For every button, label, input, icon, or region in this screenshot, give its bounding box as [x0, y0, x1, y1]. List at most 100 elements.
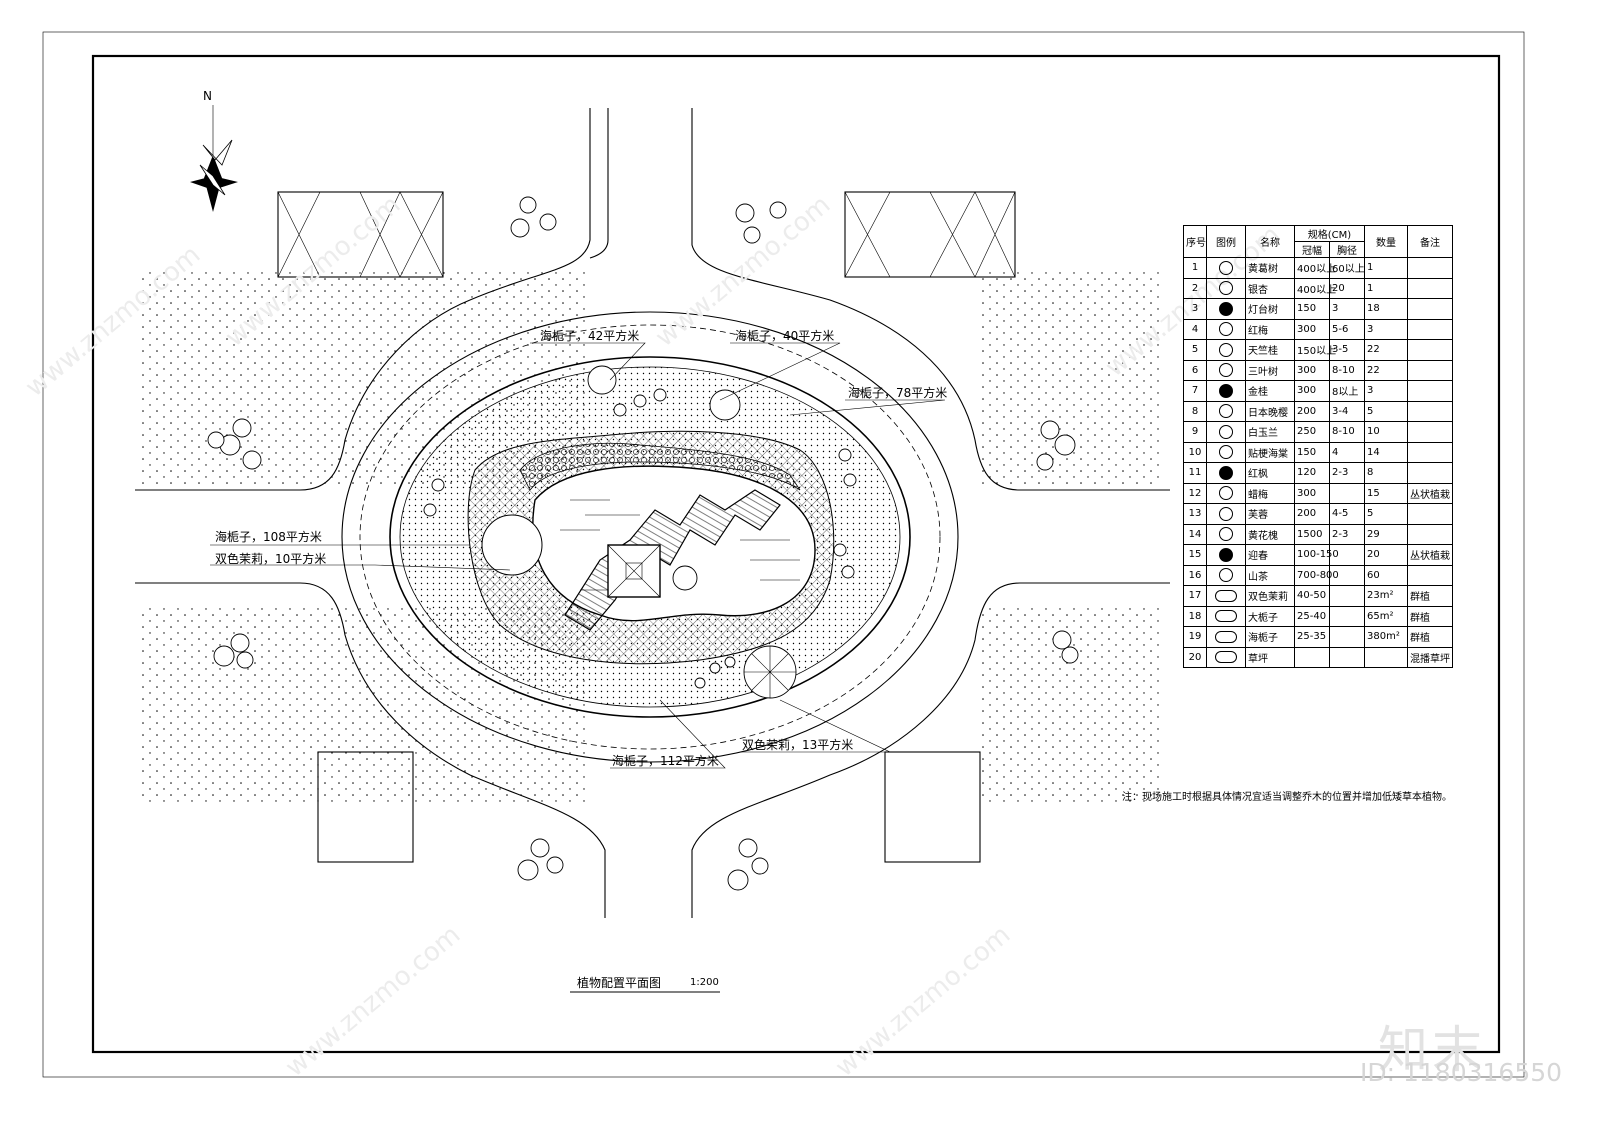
cell-symbol — [1206, 523, 1246, 545]
cell-qty: 65m² — [1364, 605, 1408, 627]
cell-name: 海栀子 — [1245, 626, 1295, 648]
cell-remark: 群植 — [1407, 626, 1453, 648]
plant-symbol-icon — [1219, 506, 1233, 521]
cell-name: 大栀子 — [1245, 605, 1295, 627]
cell-crown: 700-800 — [1294, 564, 1339, 586]
label-haizhizi-42: 海栀子，42平方米 — [540, 328, 639, 343]
label-shuangse-moli-10: 双色茉莉，10平方米 — [215, 551, 326, 566]
col-header-qty: 数量 — [1364, 225, 1408, 258]
cell-no: 4 — [1183, 318, 1207, 340]
cell-crown: 300 — [1294, 482, 1330, 504]
cell-remark — [1407, 339, 1453, 361]
cell-qty: 8 — [1364, 462, 1408, 484]
cell-no: 12 — [1183, 482, 1207, 504]
cell-remark: 群植 — [1407, 585, 1453, 607]
plant-symbol-icon — [1219, 281, 1233, 296]
cell-symbol — [1206, 585, 1246, 607]
cell-qty — [1364, 646, 1408, 668]
cell-crown: 150以上 — [1294, 339, 1336, 361]
col-header-remark: 备注 — [1407, 225, 1453, 258]
cell-no: 10 — [1183, 441, 1207, 463]
cell-symbol — [1206, 544, 1246, 566]
cell-diameter: 3 — [1329, 298, 1365, 320]
watermark-id: ID: 1180316550 — [1360, 1058, 1563, 1087]
plant-symbol-icon — [1215, 610, 1237, 623]
building-sw — [317, 751, 414, 863]
cell-name: 天竺桂 — [1245, 339, 1295, 361]
cell-qty: 3 — [1364, 318, 1408, 340]
central-island — [389, 356, 911, 718]
trees — [207, 196, 1079, 891]
cell-qty: 60 — [1364, 564, 1408, 586]
cell-diameter: 4 — [1329, 441, 1365, 463]
cell-qty: 22 — [1364, 359, 1408, 381]
north-arrow: N — [190, 89, 238, 212]
cell-name: 银杏 — [1245, 277, 1295, 299]
cell-crown: 300 — [1294, 318, 1330, 340]
cell-symbol — [1206, 298, 1246, 320]
cell-remark — [1407, 441, 1453, 463]
cell-no: 13 — [1183, 503, 1207, 525]
label-haizhizi-112: 海栀子，112平方米 — [612, 753, 719, 768]
plant-symbol-icon — [1219, 260, 1233, 275]
plant-symbol-icon — [1219, 465, 1233, 480]
cell-symbol — [1206, 482, 1246, 504]
cell-crown: 25-35 — [1294, 626, 1330, 648]
cell-name: 黄花槐 — [1245, 523, 1295, 545]
cell-remark — [1407, 400, 1453, 422]
cell-remark: 混播草坪 — [1407, 646, 1453, 668]
lawn-circle — [481, 514, 543, 576]
cell-crown: 150 — [1294, 441, 1330, 463]
plant-symbol-icon — [1219, 568, 1233, 583]
plant-symbol-icon — [1219, 383, 1233, 398]
area-labels: 海栀子，42平方米 海栀子，40平方米 海栀子，78平方米 海栀子，108平方米… — [215, 328, 947, 768]
plant-symbol-icon — [1219, 547, 1233, 562]
cell-name: 贴梗海棠 — [1245, 441, 1295, 463]
cell-diameter: 8-10 — [1329, 359, 1365, 381]
cell-qty: 23m² — [1364, 585, 1408, 607]
cell-crown: 200 — [1294, 503, 1330, 525]
cell-name: 黄葛树 — [1245, 257, 1295, 279]
plant-symbol-icon — [1219, 404, 1233, 419]
cell-diameter: 2-3 — [1329, 462, 1365, 484]
cell-name: 金桂 — [1245, 380, 1295, 402]
cell-crown: 400以上 — [1294, 257, 1336, 279]
cell-no: 16 — [1183, 564, 1207, 586]
cell-symbol — [1206, 646, 1246, 668]
watermark-logo: 知末 — [1378, 1021, 1486, 1079]
road-curbs — [135, 108, 1170, 918]
cell-diameter — [1329, 482, 1365, 504]
label-haizhizi-78: 海栀子，78平方米 — [848, 385, 947, 400]
col-header-diameter: 胸径 — [1329, 241, 1365, 258]
cell-qty: 3 — [1364, 380, 1408, 402]
cell-diameter: 8以上 — [1329, 380, 1365, 402]
cell-qty: 5 — [1364, 503, 1408, 525]
cell-diameter — [1329, 646, 1365, 668]
cell-crown: 200 — [1294, 400, 1330, 422]
cell-qty: 1 — [1364, 257, 1408, 279]
pebble-border — [519, 442, 801, 491]
cell-diameter: 4-5 — [1329, 503, 1365, 525]
cell-qty: 22 — [1364, 339, 1408, 361]
cell-symbol — [1206, 605, 1246, 627]
cell-crown: 25-40 — [1294, 605, 1330, 627]
leader-lines — [210, 342, 946, 769]
cell-crown: 250 — [1294, 421, 1330, 443]
cell-crown: 40-50 — [1294, 585, 1330, 607]
cell-remark — [1407, 462, 1453, 484]
cell-diameter: 5-6 — [1329, 318, 1365, 340]
cell-remark — [1407, 503, 1453, 525]
cell-name: 灯台树 — [1245, 298, 1295, 320]
cell-symbol — [1206, 441, 1246, 463]
cell-no: 15 — [1183, 544, 1207, 566]
